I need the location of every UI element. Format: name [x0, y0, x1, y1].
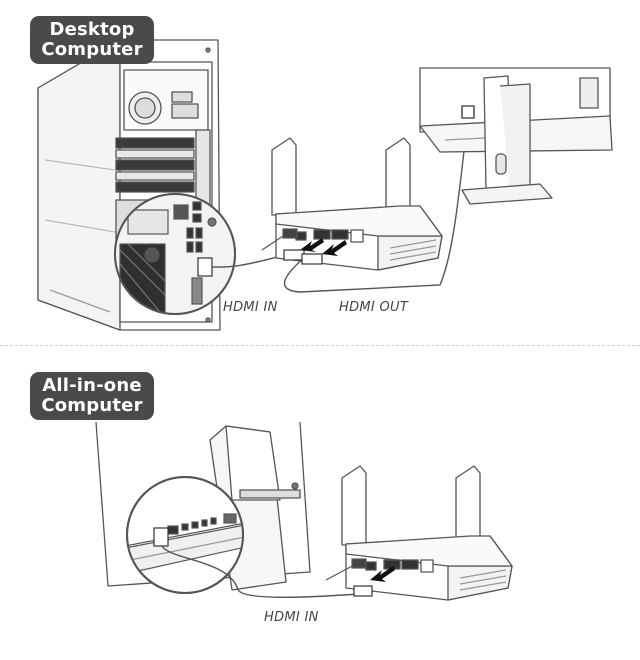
hdmi-plug-icon	[283, 249, 323, 265]
label-hdmi-in: HDMI IN	[223, 300, 278, 315]
section-title-line2: Computer	[41, 395, 143, 416]
section-divider	[0, 345, 640, 346]
label-hdmi-out: HDMI OUT	[339, 300, 409, 315]
router-illustration-2	[341, 465, 513, 601]
arrow-icon	[300, 238, 347, 256]
label-hdmi-in-aio: HDMI IN	[264, 610, 319, 625]
hdmi-in-cable-aio	[161, 545, 361, 598]
hdmi-out-cable	[283, 117, 469, 293]
section-title-line1: Desktop	[49, 19, 135, 40]
section-title-line1: All-in-one	[42, 375, 142, 396]
section-title-line2: Computer	[41, 39, 143, 60]
power-plug-icon-2	[325, 558, 367, 581]
arrow-icon-2	[370, 566, 395, 582]
section-title-desktop: Desktop Computer	[30, 16, 154, 64]
monitor-illustration	[419, 67, 613, 205]
aio-io-zoom	[126, 476, 244, 594]
power-plug-icon	[261, 228, 298, 251]
hdmi-plug-icon-2	[353, 585, 373, 597]
section-title-all-in-one: All-in-one Computer	[30, 372, 154, 420]
